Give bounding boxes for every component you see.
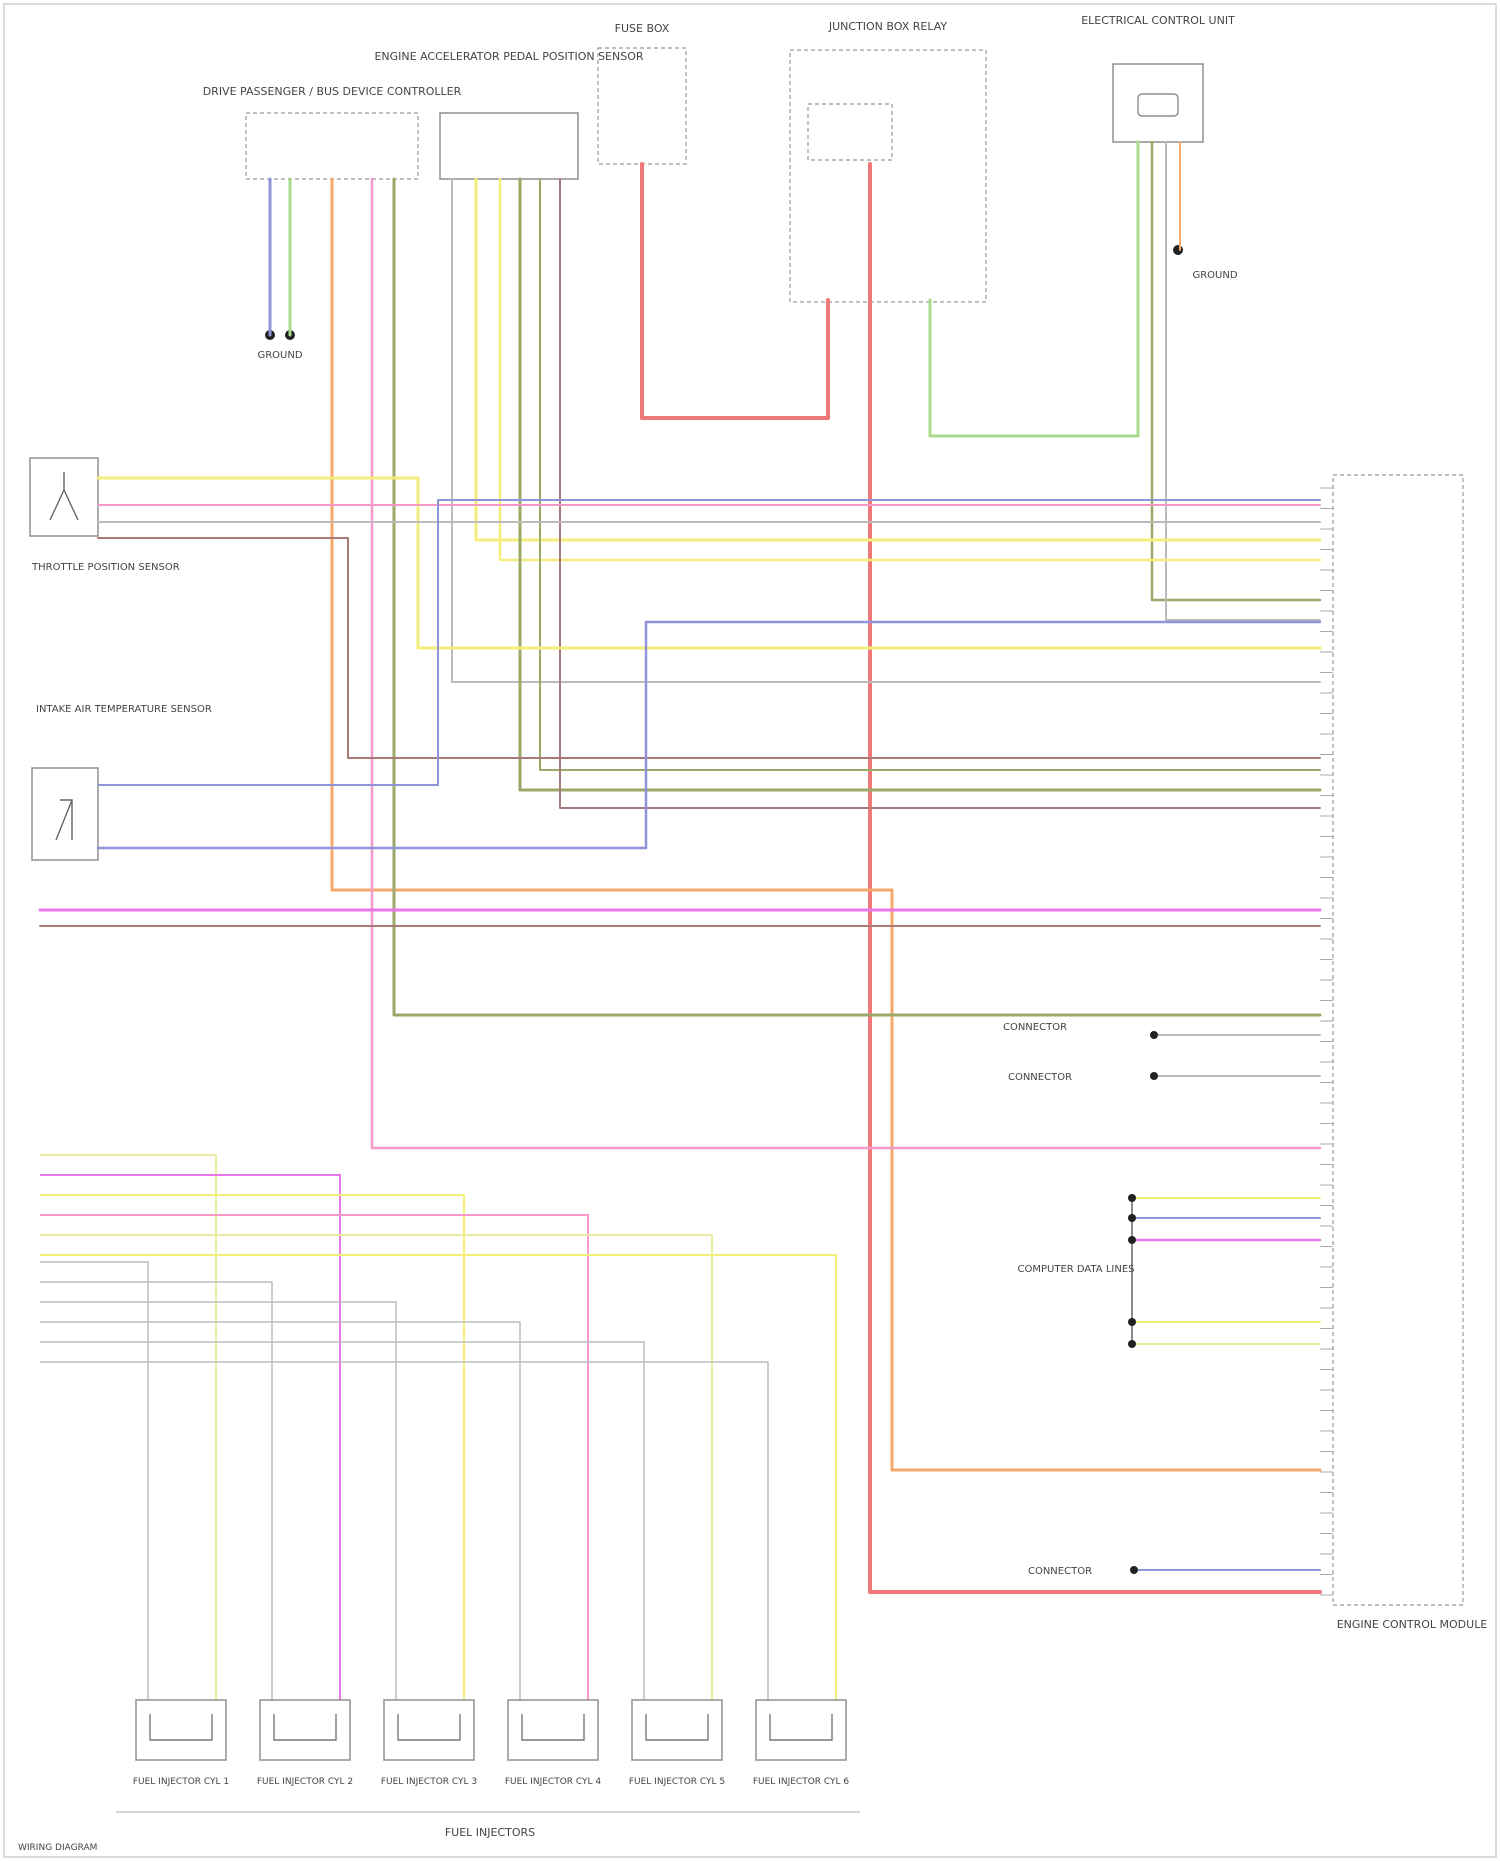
temp-sensor-box [32, 768, 98, 860]
ecm-label: ENGINE CONTROL MODULE [1337, 1618, 1488, 1631]
injector-feed-wire [40, 1215, 588, 1700]
fuel-injector: FUEL INJECTOR CYL 2 [257, 1700, 353, 1787]
injector-feed-wire [40, 1195, 464, 1700]
ecm-pin-column [1320, 488, 1333, 1595]
injector-coil-icon [646, 1714, 708, 1740]
injector-return-wire [40, 1342, 644, 1700]
injector-label: FUEL INJECTOR CYL 6 [753, 1777, 850, 1787]
splice-dot [1130, 1566, 1138, 1574]
steering-module-label: DRIVE PASSENGER / BUS DEVICE CONTROLLER [203, 85, 462, 98]
fuel-injector: FUEL INJECTOR CYL 4 [505, 1700, 602, 1787]
injector-return-wire [40, 1282, 272, 1700]
thermistor-icon [56, 800, 72, 840]
injector-label: FUEL INJECTOR CYL 1 [133, 1777, 229, 1787]
power-module-box [1113, 64, 1203, 142]
steering-module-box [246, 113, 418, 179]
injector-feed-wire [40, 1155, 216, 1700]
injector-coil-icon [522, 1714, 584, 1740]
wire-grey-power [1166, 142, 1320, 620]
ground-dot [1173, 245, 1183, 255]
connector-note-1: CONNECTOR [1003, 1022, 1067, 1033]
injector-row: FUEL INJECTOR CYL 1 FUEL INJECTOR CYL 2 FU… [133, 1700, 850, 1787]
wire-yellow-pedal [476, 179, 1320, 540]
injector-wire-group [40, 1155, 836, 1700]
sensor-symbol-icon [50, 472, 78, 520]
throttle-sensor-box [30, 458, 98, 536]
connector-note-3: CONNECTOR [1028, 1566, 1092, 1577]
pedal-module-label: ENGINE ACCELERATOR PEDAL POSITION SENSOR [374, 50, 643, 63]
wire-olive-power [1152, 142, 1320, 600]
injector-label: FUEL INJECTOR CYL 2 [257, 1777, 353, 1787]
wire-grey-pedal [452, 179, 1320, 682]
wire-pink-ecm [372, 179, 1320, 1148]
relay-box [790, 50, 986, 302]
relay-box-label: JUNCTION BOX RELAY [828, 20, 948, 33]
injector-label: FUEL INJECTOR CYL 3 [381, 1777, 477, 1787]
splice-dot [1128, 1318, 1136, 1326]
splice-dot [1150, 1072, 1158, 1080]
splice-dot [1150, 1031, 1158, 1039]
injector-return-wire [40, 1322, 520, 1700]
footer-label: WIRING DIAGRAM [18, 1843, 97, 1853]
injector-return-wire [40, 1362, 768, 1700]
power-module-label: ELECTRICAL CONTROL UNIT [1081, 14, 1235, 27]
throttle-sensor-label: THROTTLE POSITION SENSOR [31, 562, 180, 573]
pedal-module-box [440, 113, 578, 179]
injector-label: FUEL INJECTOR CYL 5 [629, 1777, 725, 1787]
injector-coil-icon [150, 1714, 212, 1740]
injector-label: FUEL INJECTOR CYL 4 [505, 1777, 602, 1787]
wire-yellow-pedal-2 [500, 179, 1320, 560]
fuel-injector: FUEL INJECTOR CYL 5 [629, 1700, 725, 1787]
injectors-caption: FUEL INJECTORS [445, 1826, 535, 1839]
comp-cluster-label: COMPUTER DATA LINES [1018, 1264, 1135, 1275]
injector-coil-icon [398, 1714, 460, 1740]
injector-coil-icon [274, 1714, 336, 1740]
splice-dot [1128, 1236, 1136, 1244]
relay-inner-box [808, 104, 892, 160]
injector-return-wire [40, 1262, 148, 1700]
fuel-injector: FUEL INJECTOR CYL 1 [133, 1700, 229, 1787]
wire-red-ecm [870, 164, 1320, 1592]
injector-feed-wire [40, 1175, 340, 1700]
fuse-box-label: FUSE BOX [615, 22, 670, 35]
injector-feed-wire [40, 1235, 712, 1700]
injector-coil-icon [770, 1714, 832, 1740]
temp-sensor-label: INTAKE AIR TEMPERATURE SENSOR [36, 704, 212, 715]
fuse-box [598, 48, 686, 164]
wire-blue-temp [98, 500, 1320, 785]
ground-right-label: GROUND [1192, 270, 1237, 281]
diagram-frame [4, 4, 1496, 1857]
power-module-icon [1138, 94, 1178, 116]
splice-dot [1128, 1214, 1136, 1222]
wire-blue-temp-2 [98, 622, 1320, 848]
splice-dot [1128, 1194, 1136, 1202]
fuel-injector: FUEL INJECTOR CYL 3 [381, 1700, 477, 1787]
fuel-injector: FUEL INJECTOR CYL 6 [753, 1700, 850, 1787]
ground-left-label: GROUND [257, 350, 302, 361]
ecm-connector-box [1333, 475, 1463, 1605]
connector-note-2: CONNECTOR [1008, 1072, 1072, 1083]
wire-green-relay [930, 142, 1138, 436]
splice-dot [1128, 1340, 1136, 1348]
wire-red-fuse [642, 164, 828, 418]
